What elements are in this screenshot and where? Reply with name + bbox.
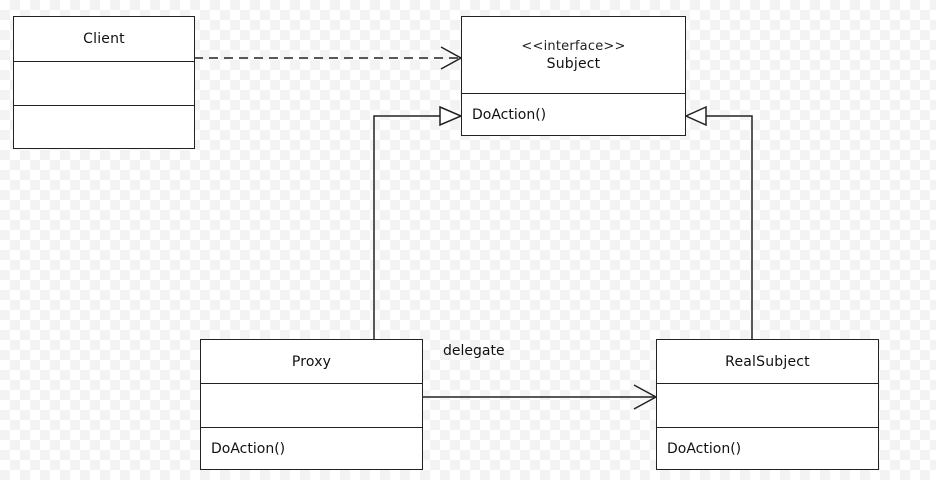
attributes-section [657, 383, 878, 427]
class-name: Subject [546, 55, 601, 72]
class-proxy[interactable]: Proxy DoAction() [200, 339, 423, 470]
class-name-section: RealSubject [657, 340, 878, 383]
realization-line-realsubject-subject [706, 115, 753, 339]
class-client[interactable]: Client [13, 16, 195, 149]
operation-doaction: DoAction() [472, 106, 547, 123]
class-name-section: Client [14, 17, 194, 61]
delegate-label: delegate [443, 343, 505, 359]
class-subject[interactable]: <<interface>> Subject DoAction() [461, 16, 686, 136]
operations-section: DoAction() [201, 427, 422, 469]
operations-section: DoAction() [462, 93, 685, 135]
class-realsubject[interactable]: RealSubject DoAction() [656, 339, 879, 470]
realization-line-proxy-subject [373, 115, 440, 339]
class-name: Client [83, 31, 125, 47]
class-name-section: <<interface>> Subject [462, 17, 685, 93]
class-name: Proxy [291, 353, 332, 370]
realization-arrowhead-proxy [439, 105, 463, 127]
operations-section [14, 105, 194, 148]
operation-doaction: DoAction() [667, 440, 742, 457]
attributes-section [201, 383, 422, 427]
realization-arrowhead-realsubject [684, 105, 707, 127]
class-name: RealSubject [725, 353, 810, 370]
attributes-section [14, 61, 194, 105]
stereotype-label: <<interface>> [521, 38, 626, 54]
operations-section: DoAction() [657, 427, 878, 469]
class-name-section: Proxy [201, 340, 422, 383]
operation-doaction: DoAction() [211, 440, 286, 457]
